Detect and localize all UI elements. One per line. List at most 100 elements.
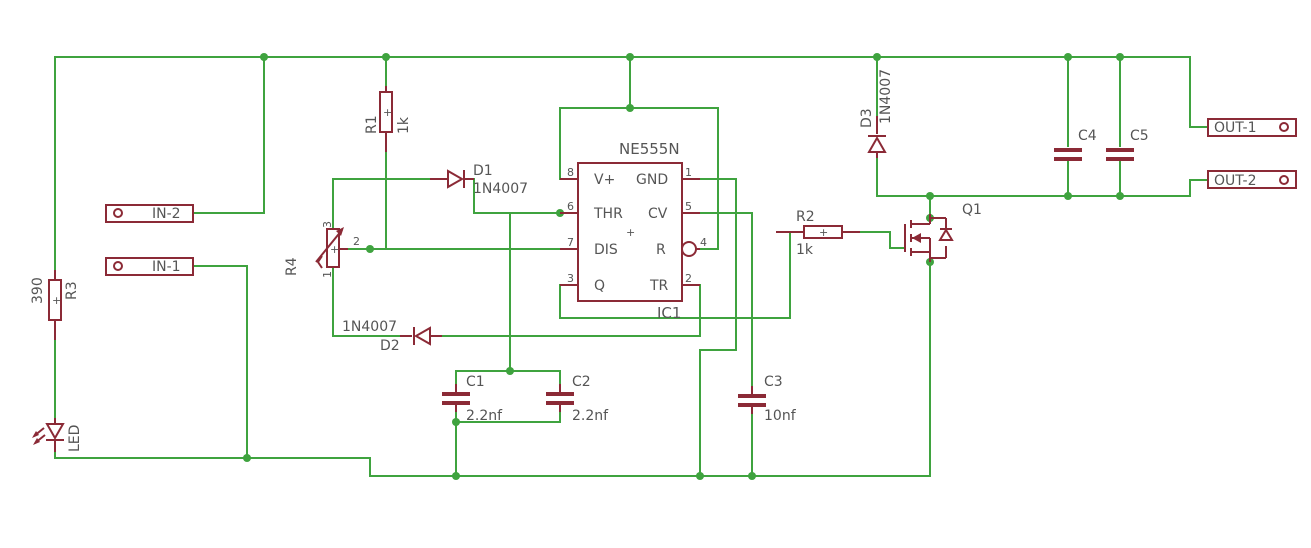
led-name: LED (67, 425, 83, 452)
r2-origin-mark: + (819, 226, 828, 239)
ic1-pin-number: 1 (685, 166, 692, 179)
ic1-pin-number: 4 (700, 236, 707, 249)
capacitor-c1[interactable]: C1 2.2nf (442, 374, 503, 424)
junction-dot (1064, 192, 1072, 200)
out1-body (1207, 118, 1297, 137)
in2-body (105, 204, 194, 223)
c3-name: C3 (764, 374, 783, 390)
d2-triangle (413, 326, 431, 346)
capacitor-c2[interactable]: C2 2.2nf (546, 374, 609, 424)
junction-dot (1064, 53, 1072, 61)
r4-pin-number: 3 (321, 221, 334, 228)
ic1-origin-mark: + (626, 226, 635, 239)
junction-dot (366, 245, 374, 253)
junction-dot (243, 454, 251, 462)
d2-value: 1N4007 (342, 319, 397, 335)
ic1-pin-thr: THR (593, 206, 623, 222)
ic1-pin-number: 7 (567, 236, 574, 249)
wires (54, 56, 1209, 477)
d1-anode-triangle (447, 169, 465, 189)
c2-name: C2 (572, 374, 591, 390)
connector-out1[interactable]: OUT-1 (1207, 118, 1297, 137)
ic1-pin-number: 6 (567, 200, 574, 213)
d1-name: D1 (473, 163, 493, 179)
resistor-r2[interactable]: + R2 1k (776, 209, 860, 258)
r3-name: R3 (64, 281, 80, 300)
in1-label: IN-1 (152, 259, 181, 275)
r4-pin-number: 2 (353, 235, 360, 248)
junction-dot (1116, 53, 1124, 61)
r1-name: R1 (364, 115, 380, 134)
junction-dot (626, 104, 634, 112)
c4-name: C4 (1078, 128, 1097, 144)
d2-name: D2 (380, 338, 400, 354)
c1-value: 2.2nf (466, 408, 503, 424)
capacitor-c5[interactable]: C5 (1106, 128, 1149, 161)
d3-triangle (867, 135, 887, 153)
wire-vplus-r (559, 107, 719, 250)
out1-label: OUT-1 (1214, 120, 1257, 136)
mosfet-q1[interactable]: Q1 (904, 202, 982, 262)
junction-dot (260, 53, 268, 61)
ic1-name: IC1 (657, 304, 681, 322)
q1-name: Q1 (962, 202, 982, 218)
connector-in2[interactable]: IN-2 (105, 204, 194, 223)
capacitor-c3[interactable]: C3 10nf (738, 374, 797, 424)
c1-name: C1 (466, 374, 485, 390)
junctions (243, 53, 1124, 480)
diode-d1[interactable]: D1 1N4007 (430, 163, 528, 197)
resistor-r3[interactable]: + 390 R3 (30, 270, 80, 340)
ic1-pin-number: 3 (567, 272, 574, 285)
r3-origin-mark: + (52, 294, 61, 307)
led-triangle (45, 423, 65, 441)
junction-dot (452, 472, 460, 480)
connector-in1[interactable]: IN-1 (105, 257, 194, 276)
out2-body (1207, 170, 1297, 189)
ic1-value: NE555N (619, 140, 680, 158)
led[interactable]: LED (32, 418, 83, 452)
ic1-pin-cv: CV (648, 206, 668, 222)
diode-d3[interactable]: D3 1N4007 (859, 69, 894, 158)
r4-name: R4 (284, 257, 300, 276)
ic1-body (577, 162, 683, 302)
ic1-reset-bubble (681, 241, 697, 257)
wire-d3-bottom (876, 155, 1209, 197)
junction-dot (873, 53, 881, 61)
ic1-pin-tr: TR (649, 278, 669, 294)
potentiometer-r4[interactable]: + R4 1 2 3 (284, 221, 360, 278)
ic1-pin-number: 5 (685, 200, 692, 213)
c2-value: 2.2nf (572, 408, 609, 424)
connector-out2[interactable]: OUT-2 (1207, 170, 1297, 189)
wire-pot-bottom (332, 266, 401, 337)
junction-dot (506, 367, 514, 375)
ic1-pin-dis: DIS (594, 242, 618, 258)
wire-led-bottom (54, 449, 931, 477)
wire-in2 (192, 56, 265, 214)
r1-value: 1k (396, 116, 412, 134)
junction-dot (382, 53, 390, 61)
r2-name: R2 (796, 209, 815, 225)
wire-out1 (1189, 56, 1209, 128)
in1-body (105, 257, 194, 276)
ic1-pin-gnd: GND (636, 172, 668, 188)
ic1-pin-vplus: V+ (594, 172, 615, 188)
wire-cv-c3 (699, 212, 753, 393)
capacitor-c4[interactable]: C4 (1054, 128, 1097, 161)
resistor-r1[interactable]: + R1 1k (364, 86, 412, 152)
c3-value: 10nf (764, 408, 797, 424)
junction-dot (626, 53, 634, 61)
d3-name: D3 (859, 108, 875, 128)
wire-in1 (192, 265, 248, 459)
c5-name: C5 (1130, 128, 1149, 144)
junction-dot (926, 192, 934, 200)
diode-d2[interactable]: 1N4007 D2 (342, 319, 442, 354)
r4-pin-number: 1 (321, 271, 334, 278)
r1-origin-mark: + (383, 106, 392, 119)
d1-value: 1N4007 (473, 181, 528, 197)
ic1-ne555n[interactable]: NE555N IC1 V+ GND THR CV DIS R Q TR 8 6 … (560, 140, 707, 322)
junction-dot (1116, 192, 1124, 200)
wire-gnd (699, 178, 737, 477)
r3-value: 390 (30, 277, 46, 304)
ic1-pin-r: R (656, 242, 666, 258)
in2-label: IN-2 (152, 206, 181, 222)
